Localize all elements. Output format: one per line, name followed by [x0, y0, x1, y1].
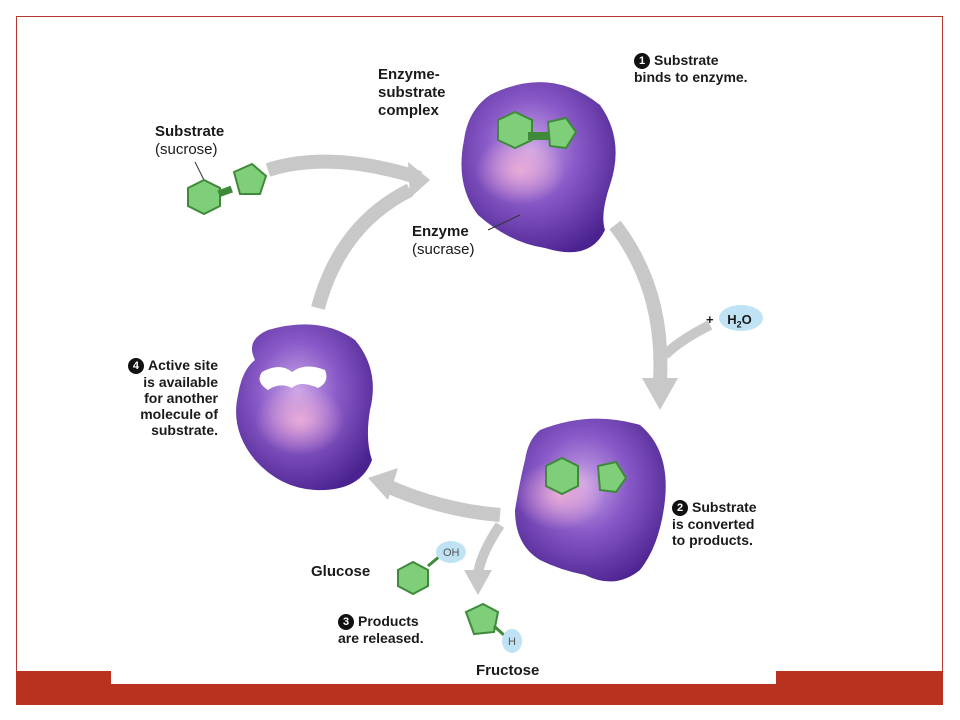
glucose-product-hexagon	[545, 456, 579, 496]
arrow-water-in	[661, 320, 713, 359]
step-4-line-4: molecule of	[140, 406, 218, 423]
water-o: O	[741, 312, 752, 327]
footer-bar-left	[16, 671, 111, 705]
released-fructose	[464, 602, 522, 653]
water-plus: +	[706, 312, 714, 327]
arrowhead-release	[464, 570, 492, 595]
arrowhead-products	[642, 378, 678, 410]
step-2-number: 2	[672, 500, 688, 517]
water-label: + H2O	[706, 311, 752, 334]
complex-label: Enzyme- substrate complex	[378, 66, 446, 120]
h-bubble	[502, 629, 522, 653]
oh-bubble	[436, 541, 466, 563]
bound-glucose-hexagon	[497, 110, 533, 150]
arrowheads	[368, 162, 678, 595]
step-2-line-2: is converted	[672, 516, 755, 533]
water-h: H	[727, 312, 737, 327]
complex-label-line-2: substrate	[378, 84, 446, 101]
substrate-title: Substrate	[155, 123, 225, 140]
step-3-line-1: Products	[358, 613, 419, 629]
complex-label-line-3: complex	[378, 102, 439, 119]
arrowhead-free-enzyme	[368, 468, 398, 500]
glucose-label: Glucose	[311, 563, 371, 580]
step-4-number: 4	[127, 358, 144, 375]
free-enzyme	[236, 324, 373, 491]
enzyme-subtitle: (sucrase)	[412, 241, 475, 258]
complex-label-line-1: Enzyme-	[378, 66, 440, 83]
arrow-products-to-free-enzyme	[382, 478, 501, 522]
arrow-products-release	[473, 522, 505, 576]
oh-label: OH	[443, 547, 460, 559]
footer-bar-right	[776, 671, 943, 705]
enzyme-title: Enzyme	[412, 223, 469, 240]
step-2-line-3: to products.	[672, 532, 753, 549]
enzyme-label: Enzyme (sucrase)	[412, 223, 475, 259]
released-glucose	[397, 541, 466, 596]
sucrose-hexagon	[187, 178, 221, 216]
fructose-product-pentagon	[596, 460, 628, 494]
footer-bar-main	[111, 684, 776, 705]
arrow-substrate-to-complex	[265, 154, 423, 185]
fructose-label: Fructose	[476, 662, 540, 679]
step-1-number: 1	[634, 53, 650, 70]
step-1-line-2: binds to enzyme.	[634, 69, 748, 86]
step-4-line-5: substrate.	[151, 422, 218, 439]
substrate-label: Substrate (sucrose)	[155, 123, 224, 159]
arrow-left-upward	[311, 183, 414, 310]
step-4-line-2: is available	[143, 374, 218, 391]
h-label: H	[508, 636, 516, 648]
water-subscript: 2	[736, 319, 742, 330]
step-3-line-2: are released.	[338, 630, 424, 647]
enzyme-with-products	[515, 418, 666, 582]
step-3-number: 3	[338, 614, 354, 631]
substrate-subtitle: (sucrose)	[155, 141, 218, 158]
enzyme-substrate-complex	[461, 82, 616, 253]
step-1-line-1: Substrate	[654, 52, 719, 68]
step-2-line-1: Substrate	[692, 499, 757, 515]
arrow-complex-to-products	[609, 220, 668, 381]
step-4-line-3: for another	[144, 390, 218, 407]
step-4-line-1: Active site	[147, 357, 218, 373]
sucrose-pentagon	[232, 162, 268, 195]
enzyme-pointer-line	[487, 214, 521, 231]
free-substrate-sucrose	[187, 161, 268, 216]
active-site-notch	[259, 366, 327, 390]
arrowhead-complex	[408, 162, 430, 198]
bound-fructose-pentagon	[546, 116, 578, 150]
water-molecule	[719, 305, 763, 331]
